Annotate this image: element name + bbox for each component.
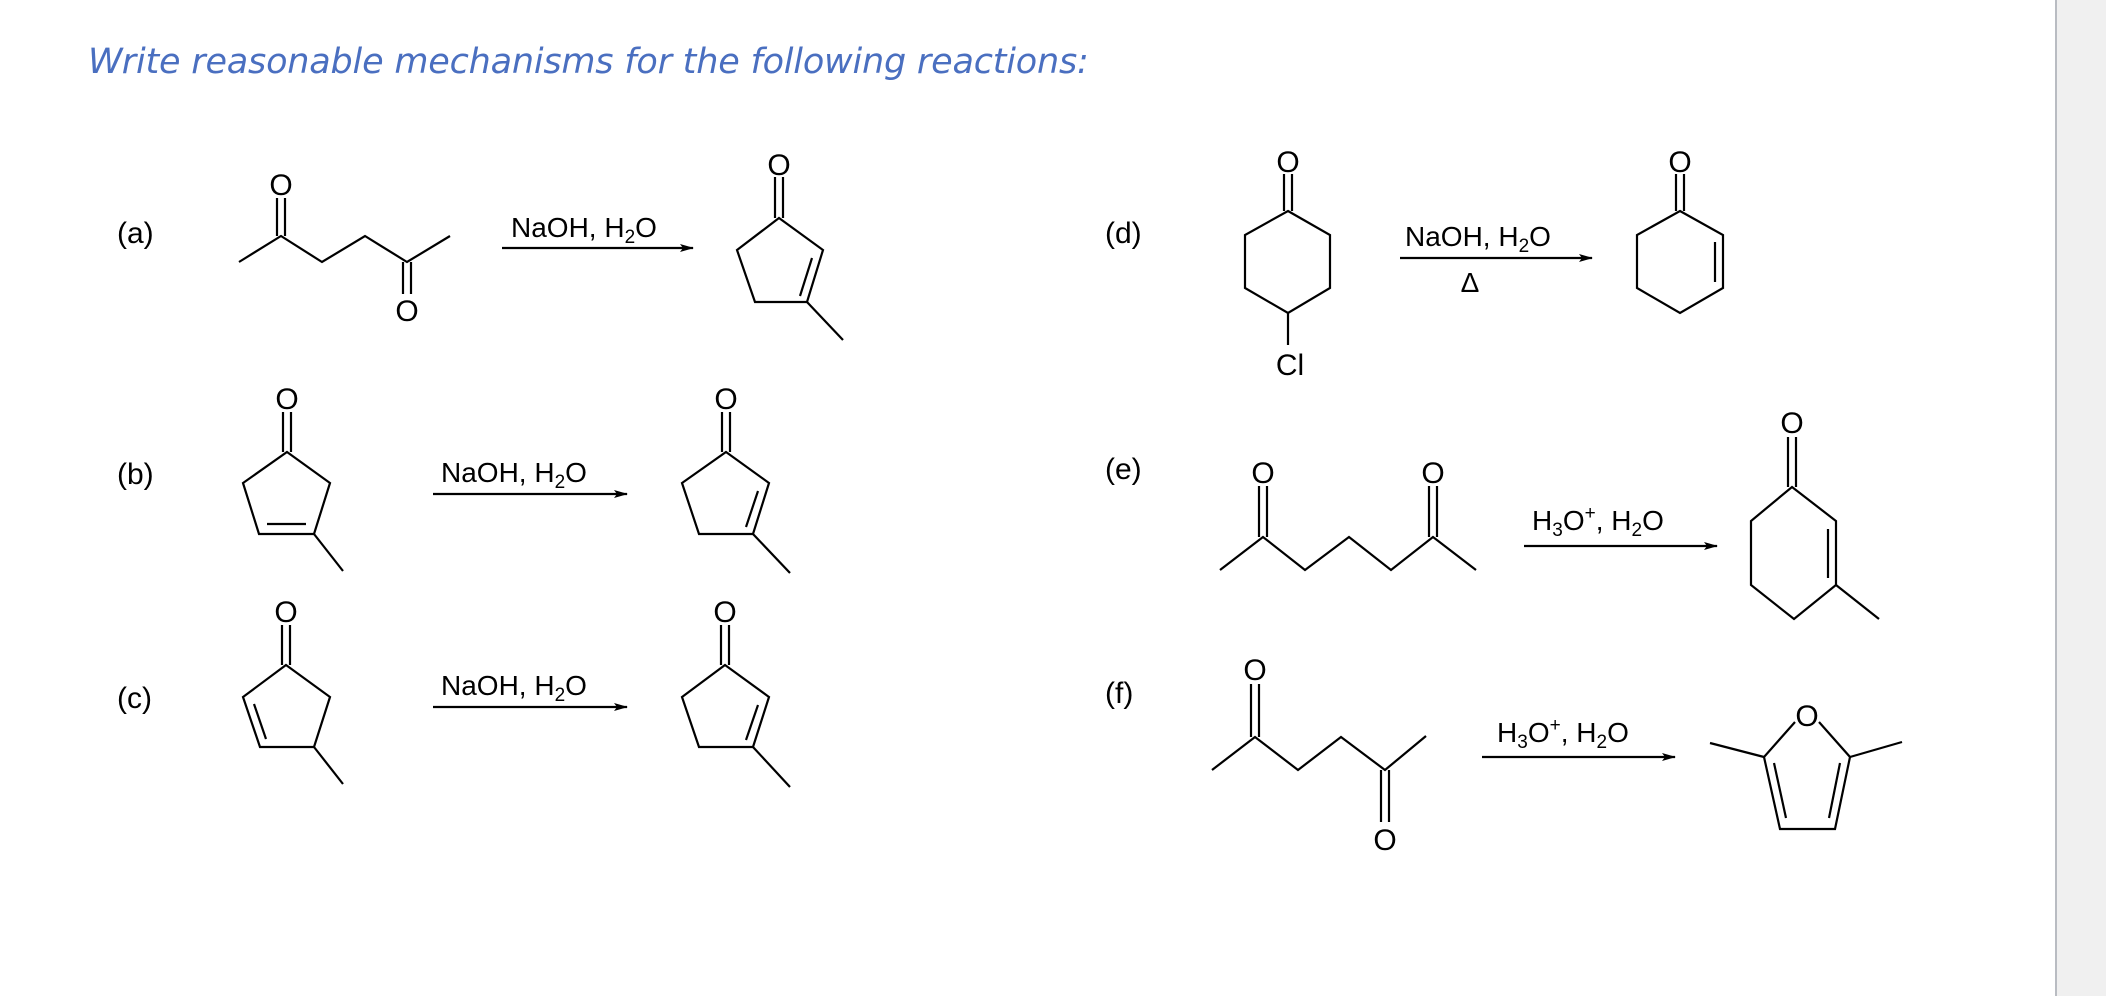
- six-membered-ring: [1243, 209, 1332, 315]
- reaction-f: (f) O O H3O+, H2O O: [1105, 654, 1903, 857]
- oxygen-atom: O: [274, 596, 297, 629]
- oxygen-atom: O: [1243, 654, 1266, 687]
- reaction-label-d: (d): [1105, 217, 1142, 250]
- ring-double-bond: [798, 257, 814, 297]
- oxygen-atom: O: [713, 596, 736, 629]
- carbon-chain: [238, 234, 451, 264]
- reaction-c: (c) O NaOH, H2O O: [117, 596, 791, 788]
- oxygen-atom: O: [1668, 146, 1691, 179]
- reagent-text: H3O+, H2O: [1532, 503, 1664, 541]
- product-a-methylcyclopentenone: O: [735, 149, 844, 341]
- reaction-d: (d) O Cl NaOH, H2O Δ O: [1105, 146, 1725, 382]
- six-membered-ring: [1749, 485, 1838, 621]
- reaction-label-f: (f): [1105, 677, 1133, 710]
- oxygen-atom: O: [1373, 824, 1396, 857]
- methyl-bond: [313, 533, 344, 572]
- five-membered-ring: [735, 216, 825, 304]
- product-e-methylcyclohexenone: O: [1749, 407, 1880, 621]
- methyl-bond: [1835, 584, 1880, 620]
- chlorine-atom: Cl: [1276, 349, 1304, 382]
- reaction-e: (e) O O H3O+, H2O O: [1105, 407, 1880, 621]
- five-membered-ring: [241, 663, 332, 749]
- ring-double-bond: [1772, 762, 1788, 819]
- reaction-b: (b) O NaOH, H2O O: [117, 383, 791, 574]
- reaction-label-b: (b): [117, 458, 154, 491]
- heat-symbol: Δ: [1461, 267, 1480, 298]
- oxygen-atom: O: [767, 149, 790, 182]
- worksheet-page: Write reasonable mechanisms for the foll…: [88, 42, 1903, 857]
- reaction-label-e: (e): [1105, 453, 1142, 486]
- reaction-arrow-b: NaOH, H2O: [433, 457, 628, 498]
- product-f-dimethylfuran: O: [1709, 700, 1903, 831]
- reactant-a-hexanedione: O O: [238, 169, 451, 328]
- methyl-bond: [806, 301, 844, 341]
- ring-double-bond: [744, 704, 760, 741]
- reaction-arrow-a: NaOH, H2O: [502, 212, 694, 252]
- oxygen-atom: O: [1251, 457, 1274, 490]
- product-b-methylcyclopentenone: O: [680, 383, 791, 574]
- reaction-a: (a) O O NaOH, H2O O: [117, 149, 844, 341]
- product-d-cyclohexenone: O: [1635, 146, 1725, 315]
- reaction-scheme: (a) O O NaOH, H2O O: [117, 146, 1903, 857]
- methyl-bond: [752, 746, 791, 788]
- reaction-arrow-c: NaOH, H2O: [433, 670, 628, 711]
- oxygen-atom: O: [714, 383, 737, 416]
- reaction-label-c: (c): [117, 682, 152, 715]
- reactant-e-heptanedione: O O: [1219, 457, 1477, 572]
- reactant-c: O: [241, 596, 344, 785]
- carbon-chain: [1219, 535, 1477, 572]
- reagent-text: NaOH, H2O: [511, 212, 657, 248]
- ring-double-bond: [1827, 762, 1842, 819]
- reaction-arrow-f: H3O+, H2O: [1482, 715, 1676, 761]
- carbon-chain: [1211, 735, 1427, 772]
- methyl-bond: [752, 533, 791, 574]
- reagent-text: NaOH, H2O: [1405, 221, 1551, 257]
- reaction-arrow-e: H3O+, H2O: [1524, 503, 1718, 550]
- oxygen-atom: O: [275, 383, 298, 416]
- reagent-text: NaOH, H2O: [441, 457, 587, 493]
- page-title: Write reasonable mechanisms for the foll…: [88, 42, 1089, 82]
- reagent-text: NaOH, H2O: [441, 670, 587, 706]
- reactant-d-chlorocyclohexanone: O Cl: [1243, 146, 1332, 382]
- ring-double-bond: [252, 703, 268, 740]
- furan-ring: [1762, 721, 1852, 831]
- oxygen-atom: O: [395, 295, 418, 328]
- oxygen-atom: O: [269, 169, 292, 202]
- side-panel: [2055, 0, 2106, 996]
- oxygen-atom: O: [1795, 700, 1818, 733]
- product-c-methylcyclopentenone: O: [680, 596, 791, 788]
- reactant-f-hexanedione: O O: [1211, 654, 1427, 857]
- methyl-bond: [1849, 740, 1903, 759]
- oxygen-atom: O: [1276, 146, 1299, 179]
- reaction-label-a: (a): [117, 217, 154, 250]
- ring-double-bond: [744, 490, 760, 528]
- five-membered-ring: [680, 450, 771, 536]
- oxygen-atom: O: [1421, 457, 1444, 490]
- reagent-text: H3O+, H2O: [1497, 715, 1629, 753]
- methyl-bond: [313, 746, 344, 785]
- oxygen-atom: O: [1780, 407, 1803, 440]
- six-membered-ring: [1635, 209, 1725, 315]
- reactant-b: O: [241, 383, 344, 572]
- five-membered-ring: [241, 450, 332, 536]
- reaction-arrow-d: NaOH, H2O Δ: [1400, 221, 1593, 298]
- five-membered-ring: [680, 663, 771, 749]
- methyl-bond: [1709, 741, 1765, 759]
